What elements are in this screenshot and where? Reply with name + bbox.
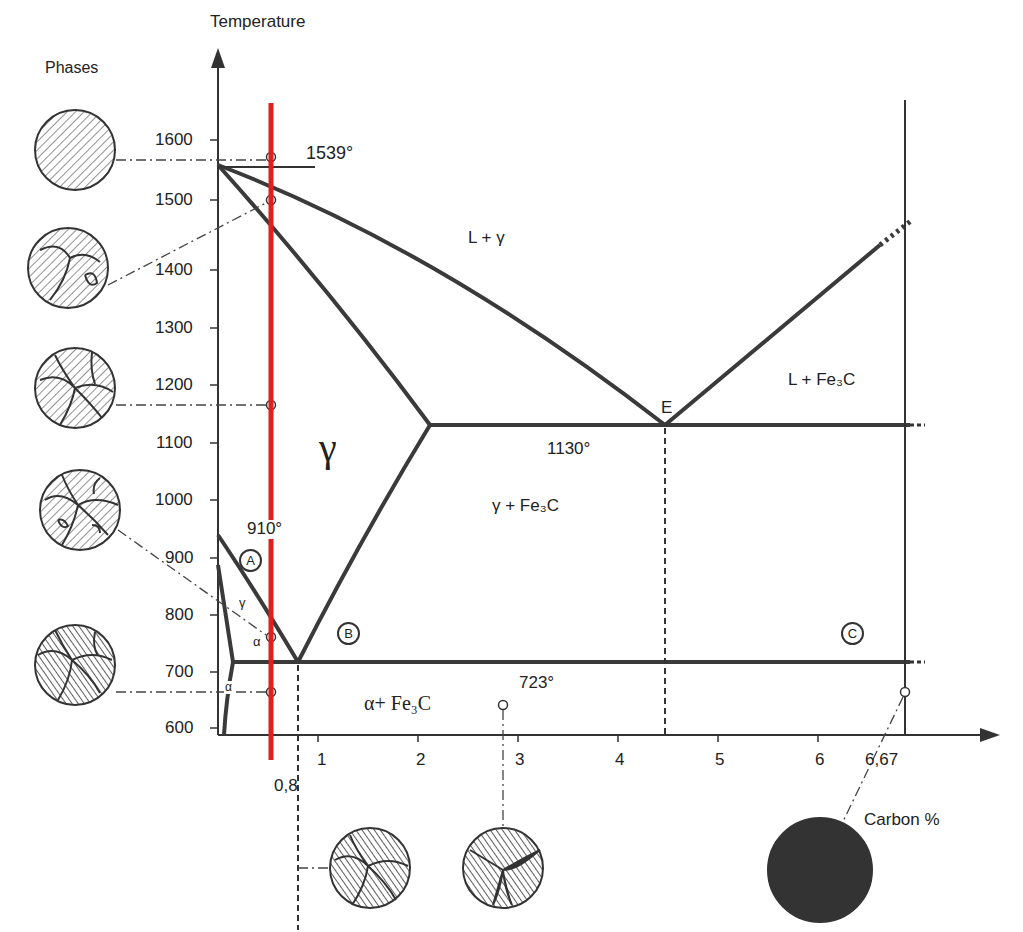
phase-label: γ <box>238 596 247 610</box>
region-marker: A <box>239 549 262 572</box>
phase-label: 910° <box>246 520 283 539</box>
phase-label: α <box>224 681 233 694</box>
tick-label: 800 <box>165 606 193 625</box>
tick-label: 1600 <box>155 131 193 150</box>
tick-label: 1300 <box>155 319 193 338</box>
tick-label: 1400 <box>155 261 193 280</box>
tick-label: 600 <box>165 719 193 738</box>
axis-title: Carbon % <box>864 811 940 830</box>
phase-label: L + γ <box>468 229 505 248</box>
region-letter: C <box>848 627 857 640</box>
tick-label: 2 <box>416 751 425 770</box>
phase-label: E <box>661 399 672 418</box>
axis-title: Phases <box>45 59 98 77</box>
tick-label: 6 <box>815 751 824 770</box>
phase-label: 1539° <box>306 144 353 164</box>
tick-label: 1200 <box>155 376 193 395</box>
tick-label: 3 <box>515 751 524 770</box>
phase-label: 723° <box>519 674 554 693</box>
region-marker: B <box>337 622 360 645</box>
tick-label: 700 <box>165 663 193 682</box>
tick-label: 1000 <box>155 491 193 510</box>
tick-label: 0,8 <box>274 777 298 796</box>
tick-label: 1100 <box>156 434 193 453</box>
axis-title: Temperature <box>210 13 305 32</box>
region-letter: B <box>344 627 353 640</box>
tick-label: 4 <box>615 751 624 770</box>
phase-label: γ + Fe₃C <box>492 497 559 516</box>
region-letter: A <box>246 554 255 567</box>
tick-label: 1500 <box>155 191 193 210</box>
phase-label: L + Fe₃C <box>788 371 855 390</box>
phase-label: γ <box>319 426 337 470</box>
tick-label: 6,67 <box>865 751 898 770</box>
tick-label: 900 <box>165 549 193 568</box>
phase-label: α <box>252 635 262 649</box>
phase-label: α+ Fe₃C <box>364 692 431 714</box>
tick-label: 5 <box>715 751 724 770</box>
phase-label: 1130° <box>547 440 590 459</box>
tick-label: 1 <box>317 751 326 770</box>
region-marker: C <box>841 622 864 645</box>
